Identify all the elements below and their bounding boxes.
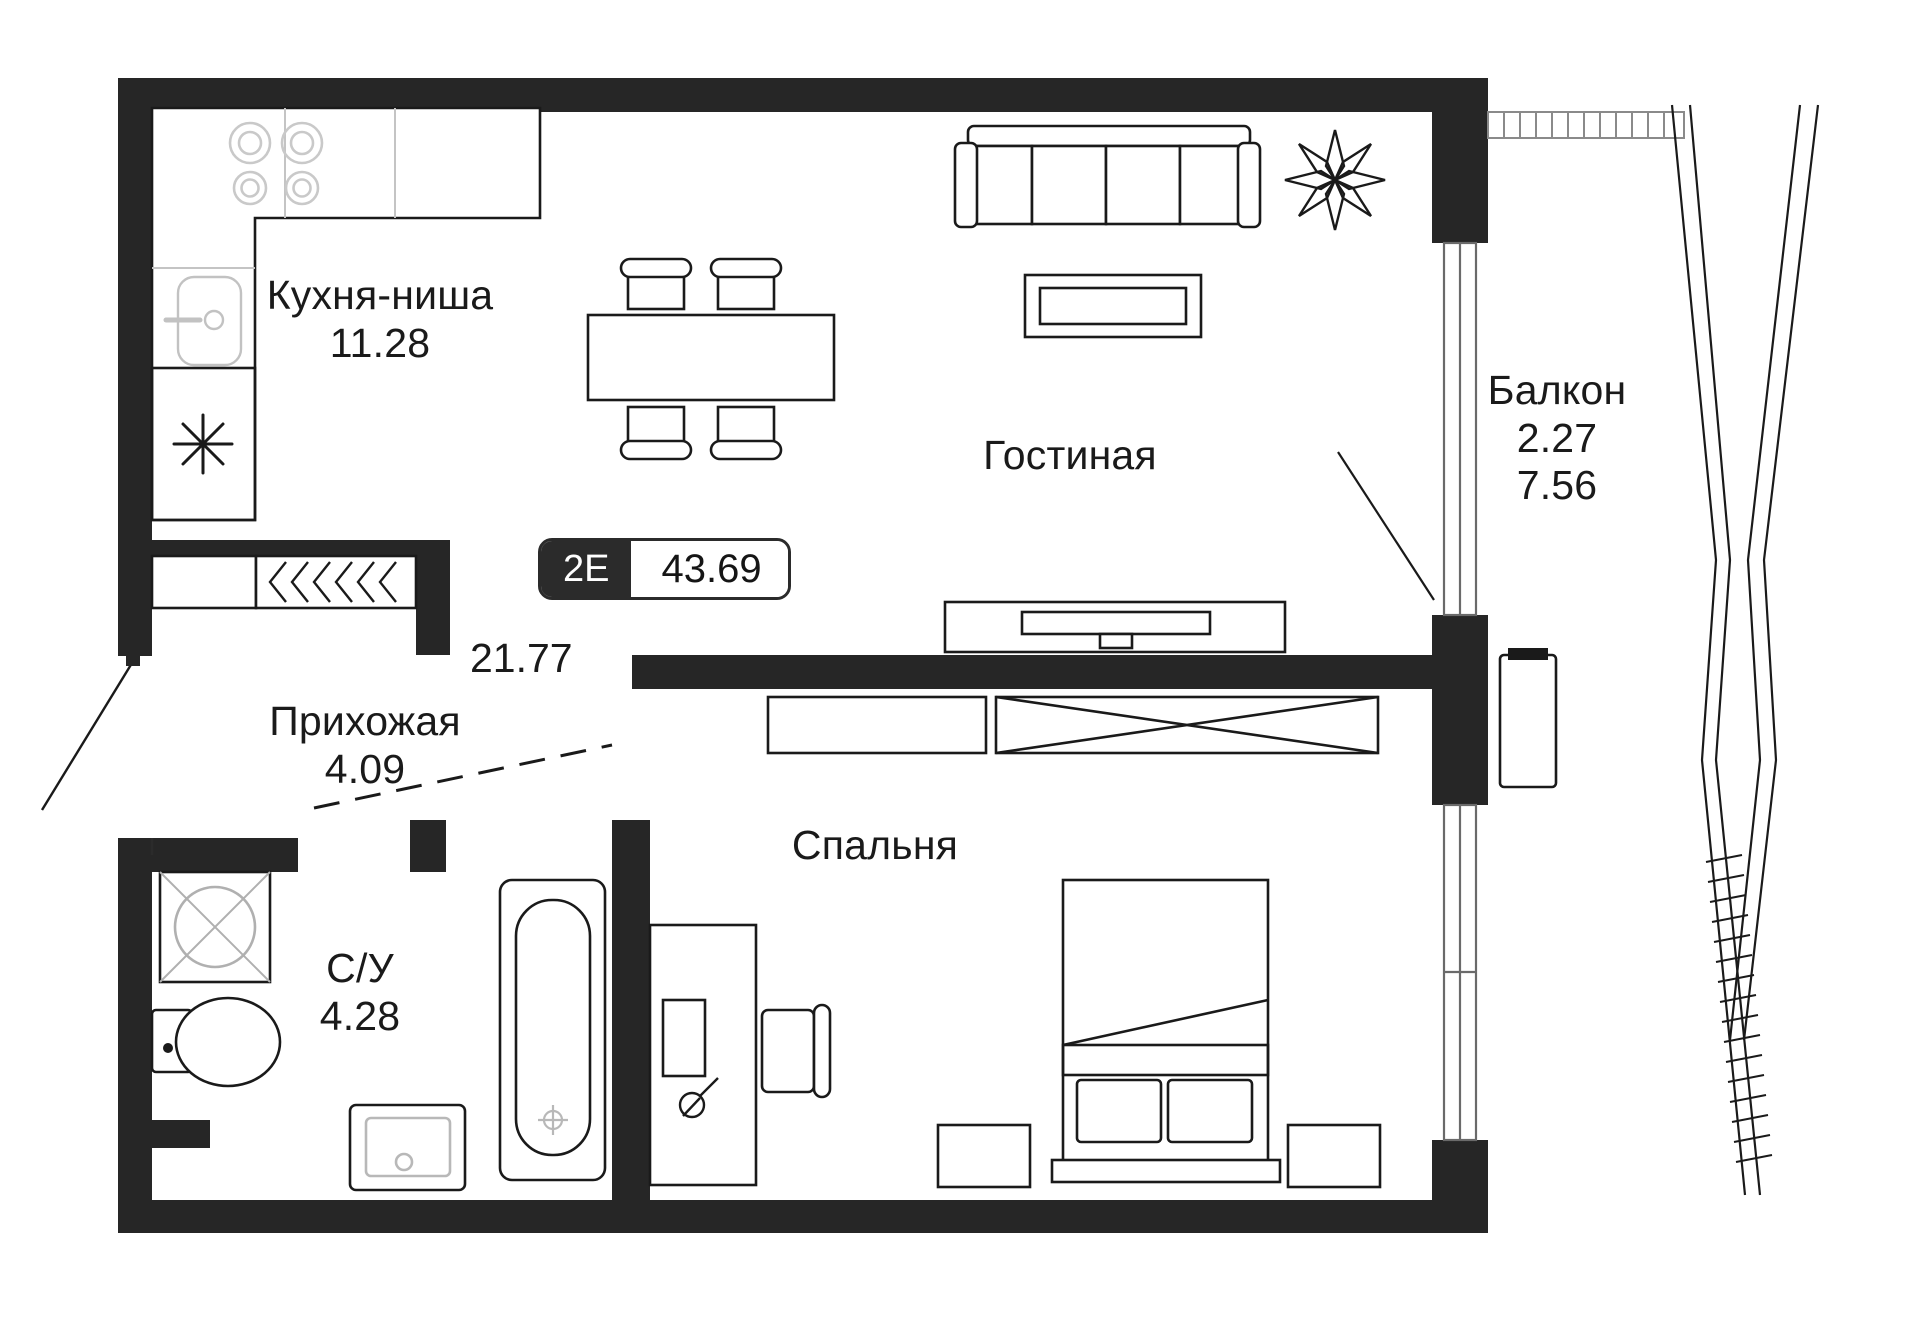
radiator-icon [1498,648,1558,789]
stairs-icon [1705,854,1773,1163]
washer-bathroom-icon [158,870,272,984]
tv-unit [943,600,1287,654]
room-label-bathroom: С/У 4.28 [245,945,475,1040]
room-name-balcony: Балкон [1487,367,1627,413]
sink-icon [163,275,243,367]
room-area-bathroom: 4.28 [319,992,401,1039]
wardrobe-door-arrows [268,561,397,603]
room-label-living-room: Гостиная [905,432,1235,480]
desk-chair [760,1003,832,1099]
entry-door-swing [40,650,140,811]
room-label-bedroom: Спальня [720,822,1030,870]
apartment-type-badge[interactable]: 2Е 43.69 [538,538,791,600]
bed-icon [1050,878,1282,1184]
bedroom-window [1442,803,1478,1142]
dining-chairs [619,257,783,461]
vanity-sink-icon [348,1103,467,1192]
washing-machine-icon [150,366,257,522]
room-name-bedroom: Спальня [791,822,959,868]
room-name-hallway: Прихожая [269,698,461,744]
room-area-kitchen-niche: 11.28 [329,319,431,366]
room-area-balcony: 2.27 [1516,414,1598,461]
room-label-balcony: Балкон 2.27 7.56 [1452,367,1662,510]
room-name-kitchen-niche: Кухня-ниша [266,272,494,318]
cooktop-icon [228,121,324,206]
nightstand-left [936,1123,1032,1189]
bathtub-icon [498,878,607,1182]
badge-total-area: 43.69 [631,541,788,597]
room-name-living-room: Гостиная [983,432,1157,478]
toilet-icon [150,996,282,1088]
balcony-glazing-upper [1442,241,1478,617]
coffee-table [1023,273,1203,339]
room-label-hallway: Прихожая 4.09 [175,698,555,793]
room-area-balcony-secondary: 7.56 [1516,462,1598,509]
exterior-structure [1670,104,1820,1196]
floor-lamp-icon [678,1077,719,1119]
plant-icon [1284,129,1386,231]
balcony-door-swing [1337,451,1435,601]
living-area-total: 21.77 [470,635,573,681]
desk [648,923,758,1187]
room-area-hallway: 4.09 [324,745,406,792]
room-label-kitchen-niche: Кухня-ниша 11.28 [170,272,590,367]
nightstand-right [1286,1123,1382,1189]
dining-table-icon [586,313,836,402]
bedroom-wardrobe [766,695,1380,755]
hallway-door-dashed [313,743,613,810]
room-name-bathroom: С/У [326,945,394,991]
balcony-railing-hatch [1487,111,1685,139]
badge-apartment-type: 2Е [541,541,632,597]
sofa-icon [953,124,1262,229]
